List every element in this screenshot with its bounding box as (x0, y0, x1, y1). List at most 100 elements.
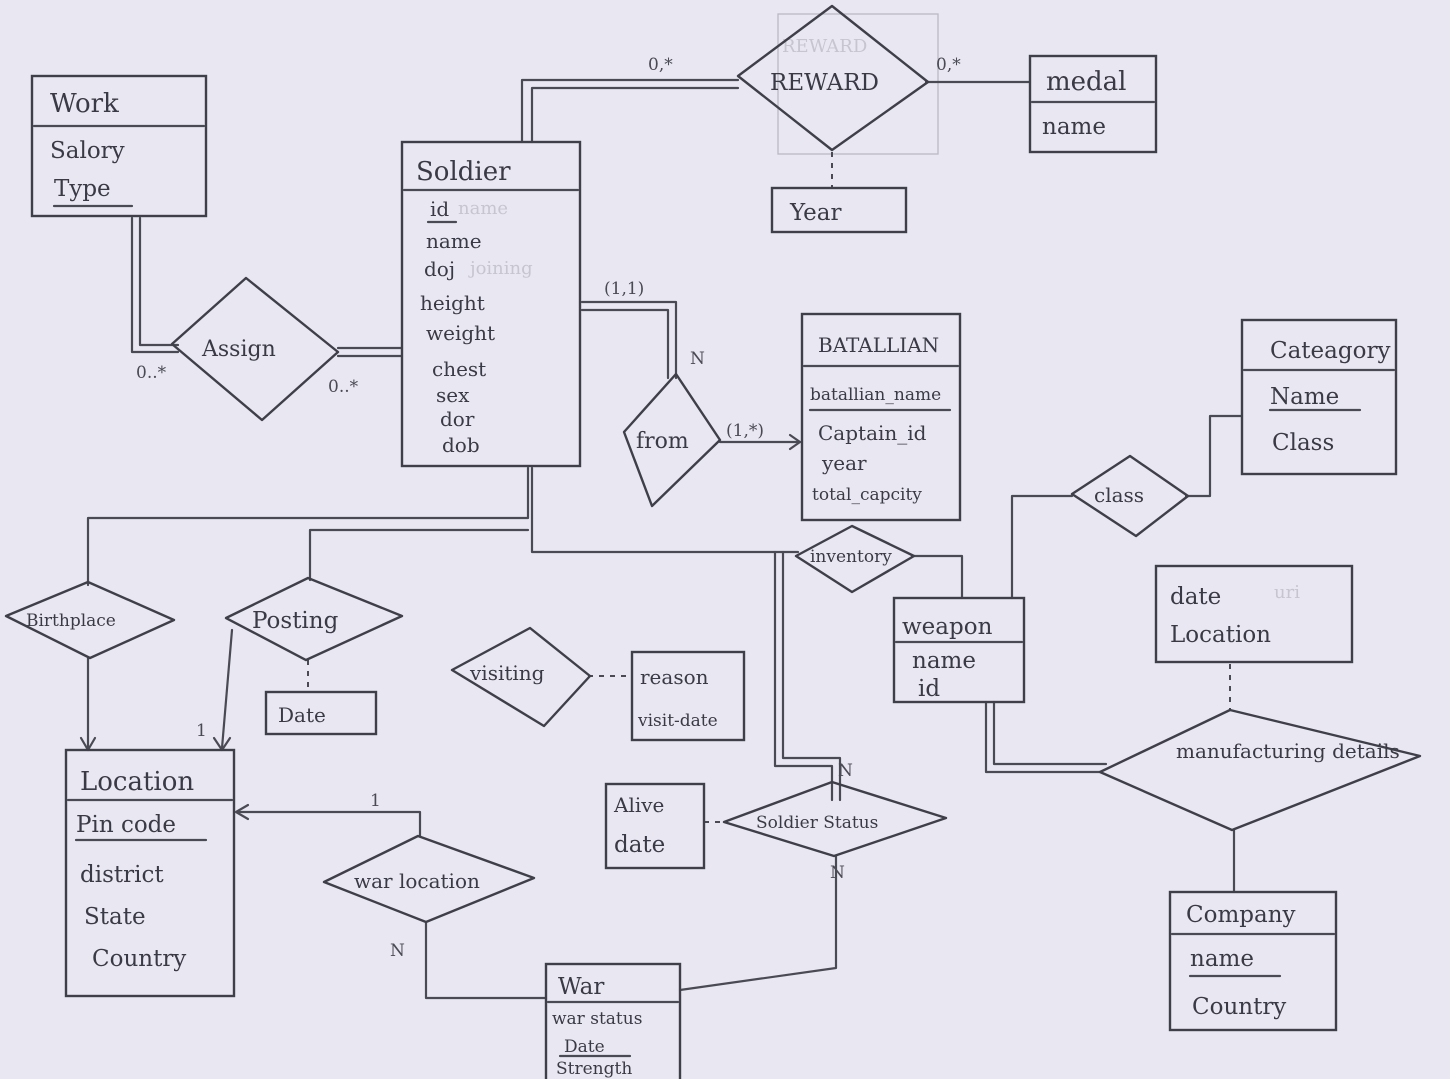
year-title: Year (789, 200, 842, 226)
cardinality: 0..* (328, 377, 359, 397)
cardinality: 0..* (136, 363, 167, 383)
weapon-title: weapon (902, 614, 993, 640)
visiting-attribute-box: reason visit-date (630, 650, 746, 742)
cardinality: N (390, 941, 405, 961)
company-attr: name (1190, 946, 1254, 972)
entity-weapon: weapon name id (892, 596, 1026, 704)
cardinality: 0,* (936, 55, 961, 75)
alive-attr: Alive (613, 793, 664, 817)
medal-title: medal (1046, 67, 1127, 97)
manufacturing-attr: date (1170, 584, 1221, 610)
weapon-attr: id (918, 676, 940, 702)
work-attr: Salory (50, 138, 125, 164)
inventory-label: inventory (810, 547, 892, 567)
entity-war: War war status Date Strength (544, 962, 682, 1079)
location-attr: district (80, 862, 164, 888)
entity-posting-date: Date (264, 690, 378, 736)
entity-soldier: Soldier id name name doj joining height … (400, 140, 582, 468)
batallian-title: BATALLIAN (818, 333, 939, 357)
category-attr: Class (1272, 430, 1334, 456)
assign-label: Assign (201, 337, 276, 362)
soldier-attr: id (430, 197, 449, 221)
cardinality-labels: 0,* 0,* (1,1) N (1,*) 0..* 0..* N N 1 N … (136, 55, 961, 961)
war-attr: Date (564, 1037, 605, 1057)
entity-location: Location Pin code district State Country (64, 748, 236, 998)
relationship-manufacturing: manufacturing details (1098, 708, 1422, 832)
war-attr: Strength (556, 1059, 632, 1079)
weapon-attr: name (912, 648, 976, 674)
batallian-attr: total_capcity (812, 485, 922, 505)
posting-date-title: Date (278, 703, 326, 727)
connectors (79, 78, 1244, 1000)
soldier-attr: height (420, 291, 485, 315)
medal-attr: name (1042, 114, 1106, 140)
relationship-posting: Posting (224, 576, 404, 662)
soldier-attr: chest (432, 357, 486, 381)
manufacturing-attribute-box: date uri Location (1154, 564, 1354, 664)
relationship-class: class (1070, 454, 1190, 538)
birthplace-label: Birthplace (26, 611, 116, 631)
entity-category: Cateagory Name Class (1240, 318, 1398, 476)
category-title: Cateagory (1270, 338, 1390, 364)
class-label: class (1094, 483, 1144, 507)
location-title: Location (80, 767, 194, 797)
batallian-attr: Captain_id (818, 421, 927, 445)
cardinality: 0,* (648, 55, 673, 75)
visiting-attr: visit-date (637, 711, 718, 731)
alive-attribute-box: Alive date (604, 782, 706, 870)
entity-batallian: BATALLIAN batallian_name Captain_id year… (800, 312, 962, 522)
soldier-attr: name (426, 229, 482, 253)
relationship-inventory: inventory (794, 524, 916, 594)
entity-company: Company name Country (1168, 890, 1338, 1032)
from-label: from (636, 429, 689, 454)
cardinality: (1,1) (604, 279, 644, 299)
manufacturing-attr: Location (1170, 622, 1271, 648)
batallian-attr: year (821, 451, 867, 475)
soldier-attr: dob (442, 433, 480, 457)
visiting-attr: reason (640, 665, 709, 689)
location-attr: Pin code (76, 812, 176, 838)
visiting-label: visiting (469, 661, 545, 685)
reward-title: REWARD (770, 70, 879, 96)
cardinality: (1,*) (726, 421, 764, 441)
cardinality: 1 (370, 791, 381, 811)
ghost-text: uri (1274, 582, 1300, 603)
war-attr: war status (552, 1009, 642, 1029)
soldier-attr: doj (424, 257, 455, 281)
entity-medal: medal name (1028, 54, 1158, 154)
soldier-attr: weight (426, 321, 495, 345)
erased-box (777, 13, 939, 155)
entity-work: Work Salory Type (30, 74, 208, 218)
company-title: Company (1186, 902, 1296, 928)
cardinality: N (838, 761, 853, 781)
relationship-birthplace: Birthplace (4, 580, 176, 660)
work-attr: Type (54, 176, 111, 202)
ghost-text: name (458, 198, 508, 219)
relationship-war-location: war location (322, 834, 536, 924)
ghost-text: REWARD (782, 36, 867, 57)
soldier-title: Soldier (416, 157, 511, 187)
soldier-status-label: Soldier Status (756, 813, 878, 833)
relationship-from: from (622, 372, 722, 508)
location-attr: Country (92, 946, 186, 972)
relationship-soldier-status: Soldier Status (722, 780, 948, 858)
relationship-reward: REWARD (736, 4, 930, 152)
relationship-assign: Assign (170, 276, 340, 422)
entity-year: Year (770, 186, 908, 234)
soldier-attr: sex (436, 383, 470, 407)
war-location-label: war location (354, 869, 480, 893)
ghost-text: joining (468, 258, 533, 279)
work-title: Work (50, 89, 119, 119)
war-title: War (558, 974, 604, 1000)
manufacturing-label: manufacturing details (1176, 739, 1400, 763)
batallian-attr: batallian_name (810, 385, 941, 405)
posting-label: Posting (252, 608, 339, 634)
company-attr: Country (1192, 994, 1286, 1020)
relationship-visiting: visiting (450, 626, 592, 728)
soldier-attr: dor (440, 407, 475, 431)
cardinality: N (830, 863, 845, 883)
location-attr: State (84, 904, 146, 930)
cardinality: N (690, 349, 705, 369)
